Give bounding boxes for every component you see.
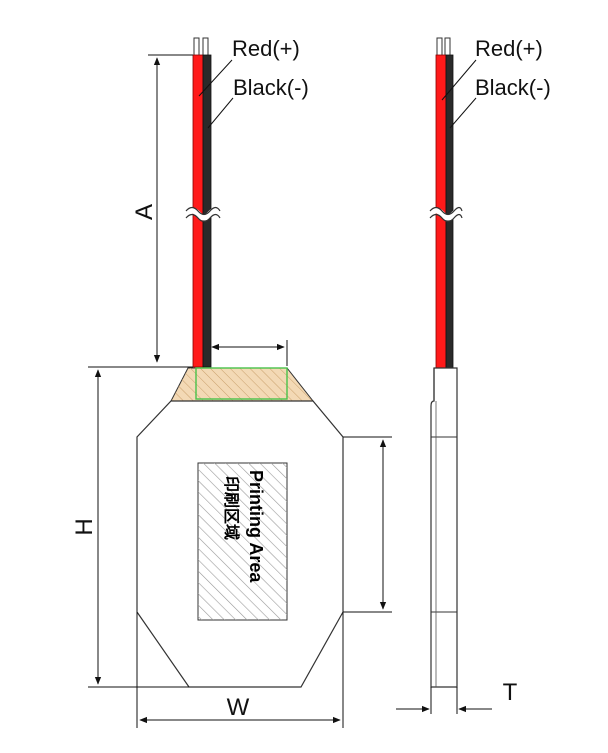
side-profile-outline [430, 367, 458, 688]
black-leader [207, 97, 234, 129]
dimension-a-label: A [131, 204, 158, 220]
front-view: Red(+) Black(-) A Printing Area 印刷区域 [71, 36, 392, 728]
side-red-leader [441, 59, 477, 101]
dimension-straight-section [343, 436, 392, 613]
dimension-t-label: T [503, 679, 518, 706]
printing-area-label: Printing Area [246, 470, 266, 583]
red-wire-label: Red(+) [232, 36, 300, 61]
heater-body-outline [136, 400, 344, 688]
dimension-w [136, 612, 344, 728]
printing-area-hatch [198, 463, 287, 620]
red-leader [198, 59, 233, 97]
solder-zone-hatch [171, 368, 313, 401]
side-wire-tips [436, 37, 451, 57]
side-red-wire-label: Red(+) [475, 36, 543, 61]
wire-tips [193, 37, 209, 57]
solder-pad [195, 367, 288, 400]
pad-dimension [211, 340, 288, 366]
wave-break-icon [183, 206, 223, 223]
side-wave-break-icon [427, 206, 465, 223]
side-view: Red(+) Black(-) T [396, 36, 551, 714]
dimension-t [396, 687, 492, 714]
side-black-wire [445, 54, 454, 369]
dimension-w-label: W [227, 694, 250, 721]
dimension-h-label: H [71, 518, 98, 535]
side-black-wire-label: Black(-) [475, 75, 551, 100]
side-black-leader [449, 97, 477, 129]
black-wire-label: Black(-) [233, 75, 309, 100]
printing-area-label-cn: 印刷区域 [222, 476, 241, 540]
dimension-h [88, 366, 190, 688]
